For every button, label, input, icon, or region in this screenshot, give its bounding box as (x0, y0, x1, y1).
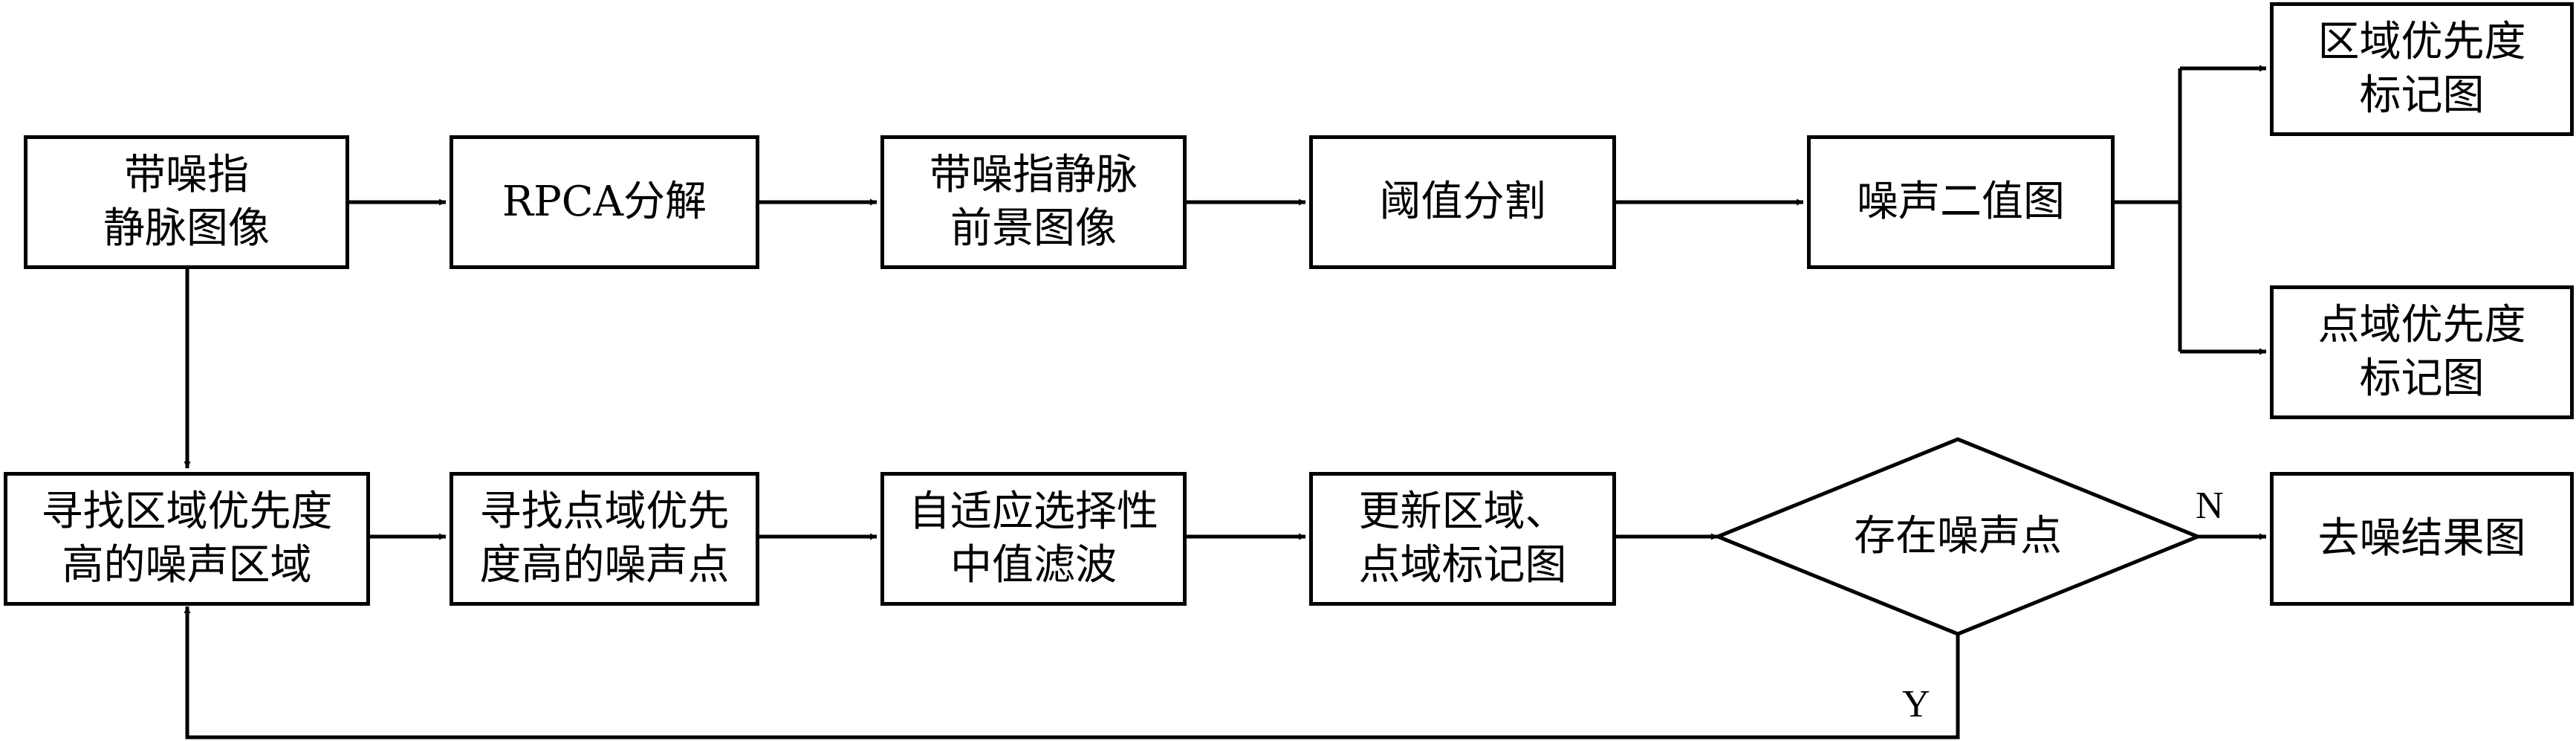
branch-label-yes: Y (1902, 683, 1930, 725)
node-label: 带噪指静脉 前景图像 (929, 151, 1138, 253)
node-update-maps: 更新区域、 点域标记图 (1309, 472, 1616, 606)
node-label: 自适应选择性 中值滤波 (909, 488, 1158, 589)
node-noise-binary: 噪声二值图 (1807, 135, 2115, 269)
node-label: 点域优先度 标记图 (2317, 301, 2526, 403)
node-label: 寻找点域优先 度高的噪声点 (479, 488, 730, 589)
node-point-priority-map: 点域优先度 标记图 (2270, 285, 2574, 419)
decision-label: 存在噪声点 (1854, 512, 2062, 560)
node-label: 寻找区域优先度 高的噪声区域 (41, 488, 333, 589)
node-result: 去噪结果图 (2270, 472, 2574, 606)
node-find-region: 寻找区域优先度 高的噪声区域 (4, 472, 370, 606)
branch-label-no: N (2196, 485, 2224, 527)
decision-diamond-shape (1713, 437, 2203, 636)
node-noisy-foreground: 带噪指静脉 前景图像 (880, 135, 1187, 269)
node-label: 去噪结果图 (2317, 514, 2526, 563)
arrow-yes-loop (184, 606, 1960, 740)
node-label: 更新区域、 点域标记图 (1358, 488, 1567, 589)
node-threshold: 阈值分割 (1309, 135, 1616, 269)
node-adaptive-median: 自适应选择性 中值滤波 (880, 472, 1187, 606)
node-noisy-vein-image: 带噪指 静脉图像 (24, 135, 349, 269)
node-label: 噪声二值图 (1857, 178, 2065, 226)
node-region-priority-map: 区域优先度 标记图 (2270, 2, 2574, 136)
node-label: 阈值分割 (1379, 178, 1546, 226)
node-exists-noise: 存在噪声点 (1718, 439, 2198, 634)
node-rpca: RPCA分解 (450, 135, 759, 269)
node-label: RPCA分解 (502, 178, 707, 226)
node-label: 带噪指 静脉图像 (103, 151, 270, 253)
node-label: 区域优先度 标记图 (2317, 18, 2526, 120)
node-find-point: 寻找点域优先 度高的噪声点 (450, 472, 759, 606)
